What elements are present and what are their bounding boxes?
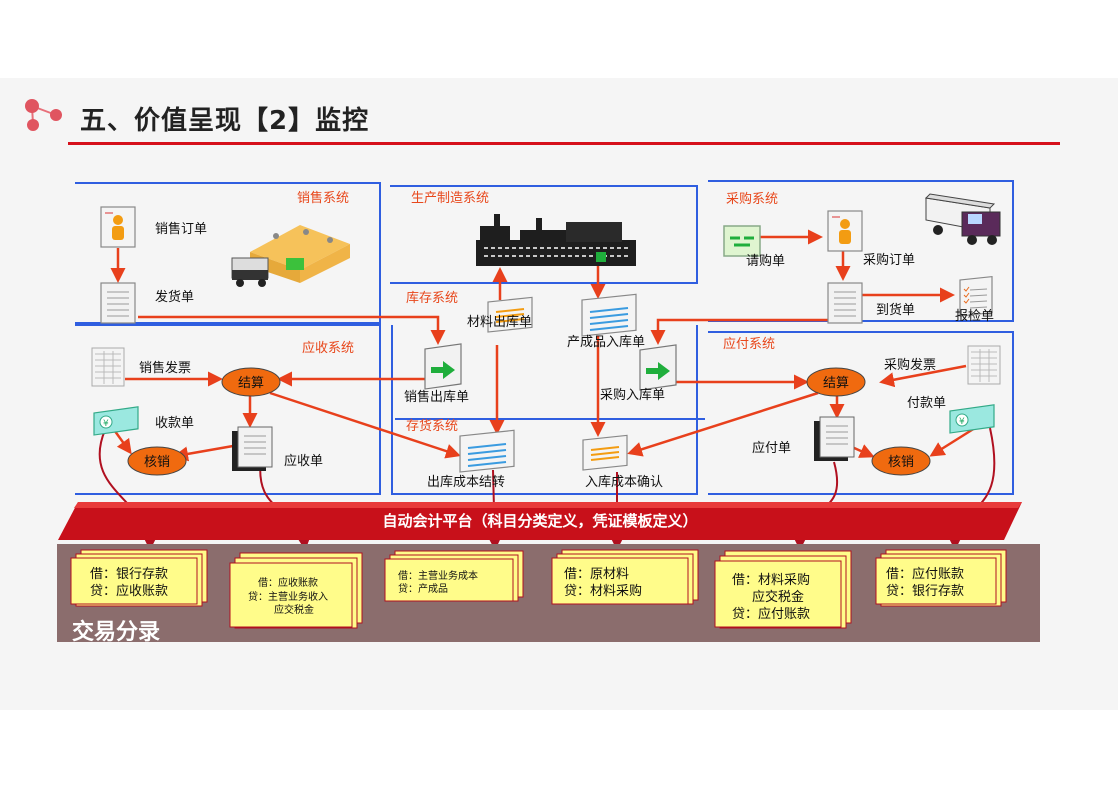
svg-text:结算: 结算 — [823, 376, 849, 391]
logo-dots-icon — [25, 99, 62, 131]
purchase-order-icon — [827, 210, 863, 252]
production-system-label: 生产制造系统 — [411, 191, 489, 206]
voucher-card-2: 借：应收账款 贷：主营业务收入 应交税金 — [229, 552, 363, 629]
inspection-note-label: 报检单 — [955, 309, 994, 324]
outbound-cost-icon — [459, 429, 515, 473]
purchase-inbound-label: 采购入库单 — [600, 387, 665, 403]
title-underline — [68, 142, 1060, 145]
sales-system-box — [75, 182, 381, 324]
inbound-cost-label: 入库成本确认 — [585, 474, 663, 490]
sales-outbound-label: 销售出库单 — [404, 389, 469, 405]
svg-text:贷：主营业务收入: 贷：主营业务收入 — [248, 590, 328, 603]
verify-oval-right: 核销 — [871, 446, 931, 476]
receivable-note-label: 应收单 — [284, 453, 323, 469]
svg-text:应交税金: 应交税金 — [752, 589, 804, 605]
system-boxes — [75, 180, 1014, 495]
svg-text:借：主营业务成本: 借：主营业务成本 — [398, 569, 478, 582]
svg-text:应交税金: 应交税金 — [274, 603, 314, 616]
truck-icon — [924, 193, 1001, 245]
payable-note-label: 应付单 — [752, 440, 791, 456]
inventory-system-box — [391, 325, 698, 495]
material-issue-label: 材料出库单 — [467, 314, 532, 330]
inventory-system-label-top: 库存系统 — [406, 290, 458, 306]
inbound-cost-icon — [582, 434, 628, 471]
requisition-label: 请购单 — [746, 253, 785, 269]
accounting-platform-label: 自动会计平台（科目分类定义，凭证模板定义） — [382, 512, 697, 530]
outbound-cost-label: 出库成本结转 — [427, 474, 505, 490]
production-system-box — [390, 185, 698, 284]
arrival-note-label: 到货单 — [876, 302, 915, 318]
voucher-card-1: 借：银行存款 贷：应收账款 — [70, 549, 208, 607]
svg-text:借：银行存款: 借：银行存款 — [90, 567, 168, 582]
svg-text:借：应收账款: 借：应收账款 — [258, 576, 318, 589]
svg-text:贷：应付账款: 贷：应付账款 — [732, 606, 810, 622]
voucher-card-6: 借：应付账款 贷：银行存款 — [875, 549, 1007, 607]
requisition-icon — [722, 224, 762, 258]
svg-text:贷：产成品: 贷：产成品 — [398, 582, 448, 595]
purchase-invoice-label: 采购发票 — [884, 357, 936, 373]
voucher-card-3: 借：主营业务成本 贷：产成品 — [384, 550, 524, 602]
svg-text:结算: 结算 — [238, 376, 264, 391]
svg-text:借：应付账款: 借：应付账款 — [886, 566, 964, 582]
arrival-note-icon — [827, 282, 863, 324]
receivable-system-box — [75, 324, 381, 495]
sales-system-label: 销售系统 — [297, 190, 349, 206]
sales-order-icon — [100, 206, 136, 248]
payable-system-label: 应付系统 — [723, 336, 775, 352]
payment-cheque-icon — [949, 404, 995, 434]
page-title: 五、价值呈现【2】监控 — [80, 106, 370, 136]
transaction-entries-title: 交易分录 — [72, 619, 160, 645]
sales-outbound-icon — [424, 343, 462, 390]
svg-text:核销: 核销 — [888, 455, 914, 470]
factory-icon — [476, 214, 636, 266]
settle-oval-left: 结算 — [221, 367, 281, 397]
receipt-cheque-icon — [93, 406, 139, 436]
svg-text:贷：材料采购: 贷：材料采购 — [564, 583, 642, 599]
purchase-invoice-icon — [967, 345, 1001, 385]
payable-system-box — [708, 331, 1014, 495]
receivable-system-label: 应收系统 — [302, 340, 354, 356]
svg-text:借：原材料: 借：原材料 — [564, 567, 629, 582]
sales-order-label: 销售订单 — [155, 221, 207, 237]
warehouse-icon — [231, 225, 350, 287]
svg-text:核销: 核销 — [144, 455, 170, 470]
delivery-note-label: 发货单 — [155, 289, 194, 305]
sales-invoice-icon — [91, 347, 125, 387]
purchase-inbound-icon — [639, 344, 677, 391]
accounting-platform-band: 自动会计平台（科目分类定义，凭证模板定义） — [58, 502, 1022, 540]
finished-receipt-icon — [581, 293, 637, 337]
finished-receipt-label: 产成品入库单 — [567, 334, 645, 350]
svg-text:贷：应收账款: 贷：应收账款 — [90, 583, 168, 599]
payable-note-icon — [813, 416, 855, 462]
verify-oval-left: 核销 — [127, 446, 187, 476]
svg-text:贷：银行存款: 贷：银行存款 — [886, 584, 964, 599]
receipt-note-label: 收款单 — [155, 416, 194, 431]
inventory-system-label-bottom: 存货系统 — [406, 418, 458, 434]
settle-oval-right: 结算 — [806, 367, 866, 397]
voucher-card-4: 借：原材料 贷：材料采购 — [551, 549, 699, 605]
sales-invoice-label: 销售发票 — [139, 360, 191, 376]
purchase-system-label: 采购系统 — [726, 191, 778, 207]
payment-note-label: 付款单 — [907, 396, 946, 411]
delivery-note-icon — [100, 282, 136, 324]
receivable-note-icon — [231, 426, 273, 472]
purchase-order-label: 采购订单 — [863, 252, 915, 268]
voucher-card-5: 借：材料采购 应交税金 贷：应付账款 — [714, 550, 852, 629]
svg-text:借：材料采购: 借：材料采购 — [732, 572, 810, 588]
